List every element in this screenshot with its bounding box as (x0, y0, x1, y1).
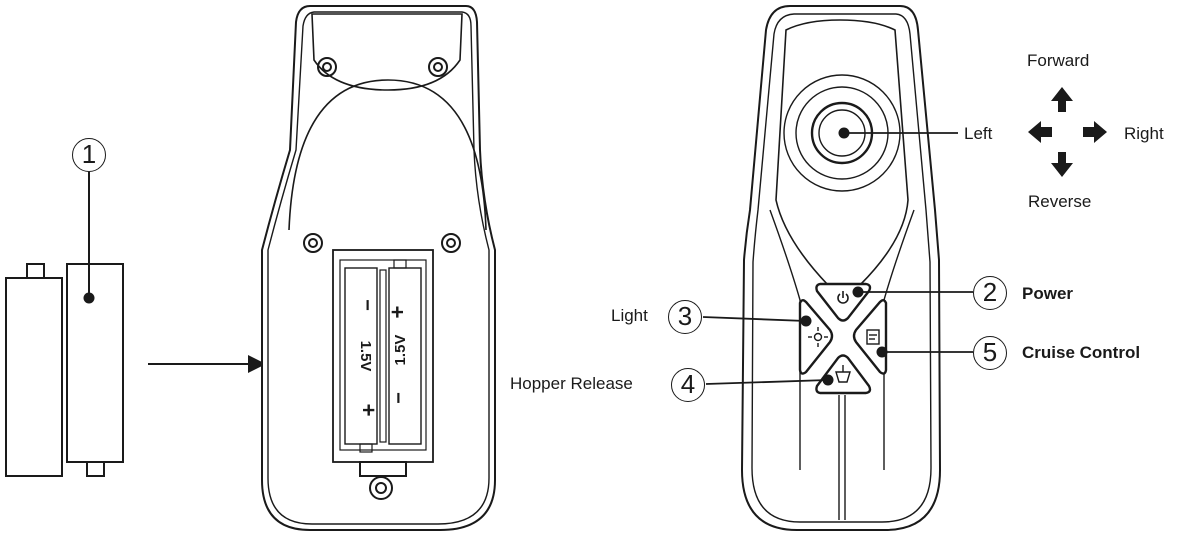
label-light: Light (611, 306, 648, 325)
left-cell-minus: − (356, 299, 378, 311)
right-cell-plus: + (385, 306, 410, 319)
label-hopper-release: Hopper Release (510, 374, 633, 393)
top-cap (311, 13, 463, 91)
label-left: Left (964, 124, 993, 143)
front-body-inner (751, 13, 932, 523)
front-upper-panel (775, 19, 909, 286)
lower-rail-left (769, 209, 801, 470)
battery-cell-marks: − 1.5V + + 1.5V − (356, 299, 410, 416)
label-power: Power (1022, 284, 1074, 303)
battery-right-nub (86, 461, 105, 477)
callout-3: 3 (668, 300, 702, 334)
left-cell-plus: + (356, 404, 381, 417)
label-cruise-control: Cruise Control (1022, 343, 1141, 362)
power-icon (837, 291, 849, 304)
right-cell-voltage: 1.5V (392, 335, 409, 366)
remote-front-view (740, 5, 942, 531)
battery-left-nub (26, 263, 45, 279)
battery-right (66, 263, 124, 463)
arrow-right-icon (1083, 121, 1107, 143)
lower-rail-right (883, 209, 915, 470)
label-reverse: Reverse (1028, 192, 1092, 211)
hopper-release-icon (835, 365, 851, 383)
arrow-up-icon (1051, 87, 1073, 112)
light-icon (808, 327, 828, 347)
right-cell-minus: − (388, 392, 410, 404)
callout-1: 1 (72, 138, 106, 172)
direction-arrows (1028, 87, 1107, 177)
insert-arrow (148, 355, 266, 373)
callout-2: 2 (973, 276, 1007, 310)
front-body-outline (740, 5, 942, 531)
label-forward: Forward (1027, 51, 1090, 70)
upper-shell-arch (288, 79, 487, 231)
arrow-left-icon (1028, 121, 1052, 143)
left-cell-voltage: 1.5V (357, 341, 374, 372)
battery-left (5, 277, 63, 477)
label-right: Right (1124, 124, 1164, 143)
callout-leaders (702, 131, 973, 386)
compartment-tab (359, 461, 407, 477)
loose-batteries (5, 172, 124, 477)
arrow-down-icon (1051, 152, 1073, 177)
callout-4: 4 (671, 368, 705, 402)
cruise-control-icon (866, 329, 880, 345)
back-body-outline (261, 5, 496, 531)
remote-back-view (261, 5, 496, 531)
callout-5: 5 (973, 336, 1007, 370)
